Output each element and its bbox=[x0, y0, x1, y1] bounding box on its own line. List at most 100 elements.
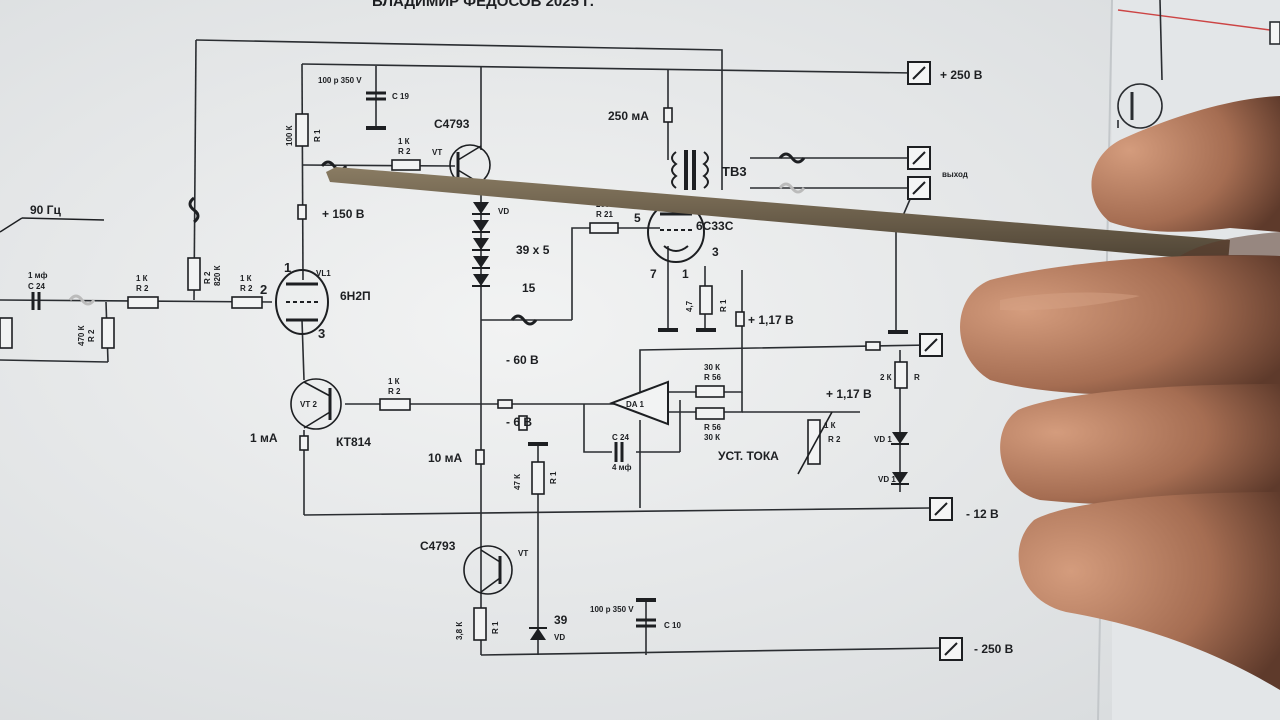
terminal-output: выход bbox=[942, 170, 968, 179]
c24-opamp-name: С 24 bbox=[612, 433, 629, 442]
r2-in-name: R 2 bbox=[240, 284, 253, 293]
r2-top-name: R 2 bbox=[398, 147, 411, 156]
ground-bars bbox=[366, 126, 908, 602]
trim-r-value: 1 К bbox=[824, 421, 836, 430]
current-10ma: 10 мА bbox=[428, 451, 463, 465]
r56-top-value: 30 К bbox=[704, 363, 720, 372]
terminals bbox=[907, 61, 963, 661]
transistor-c4793-bottom bbox=[463, 545, 513, 595]
voltage-117-mid: + 1,17 В bbox=[826, 387, 872, 401]
frequency-90hz: 90 Гц bbox=[30, 203, 61, 217]
r2-top-value: 1 К bbox=[398, 137, 410, 146]
terminal-plus-250: + 250 В bbox=[940, 68, 983, 82]
r56-bot-name: R 56 bbox=[704, 423, 721, 432]
r21-name: R 21 bbox=[596, 210, 613, 219]
voltage-150: + 150 В bbox=[322, 207, 365, 221]
r-cathode-value: 4,7 bbox=[685, 300, 694, 312]
c24-input-name: С 24 bbox=[28, 282, 45, 291]
capacitor-c24-input bbox=[31, 292, 41, 310]
voltage-minus-60: - 60 В bbox=[506, 353, 539, 367]
da1-label: DA 1 bbox=[626, 400, 644, 409]
zener-39 bbox=[529, 627, 547, 640]
r-38k-value: 3,8 К bbox=[455, 622, 464, 640]
c4793-top-label: C4793 bbox=[434, 117, 470, 131]
current-250ma: 250 мА bbox=[608, 109, 649, 123]
vd-label: VD bbox=[498, 207, 509, 216]
frequency-underline bbox=[21, 217, 105, 221]
capacitor-c10 bbox=[636, 618, 656, 628]
pin-1-6n2p: 1 bbox=[284, 260, 291, 275]
pin-2-6n2p: 2 bbox=[260, 282, 267, 297]
diodes-vd1 bbox=[891, 432, 909, 485]
r56-top-name: R 56 bbox=[704, 373, 721, 382]
r1-top-name: R 1 bbox=[313, 129, 322, 142]
trimmer-arrow bbox=[797, 411, 833, 475]
c4793-bottom-label: C4793 bbox=[420, 539, 456, 553]
trim-r-name: R 2 bbox=[828, 435, 841, 444]
capacitor-c19 bbox=[366, 91, 386, 101]
resistors bbox=[0, 107, 908, 641]
transformer-label: ТВ3 bbox=[722, 164, 747, 179]
c19-value: 100 р 350 V bbox=[318, 76, 362, 85]
voltage-minus-6: - 6 В bbox=[506, 415, 532, 429]
pin-7: 7 bbox=[650, 267, 657, 281]
r-base-name: R 2 bbox=[388, 387, 401, 396]
opamp-da1 bbox=[609, 380, 669, 426]
r2-in-value: 1 К bbox=[240, 274, 252, 283]
r-base-value: 1 К bbox=[388, 377, 400, 386]
author-heading: ВЛАДИМИР ФЕДОСОВ 2025 Г. bbox=[372, 0, 594, 10]
c24-input-value: 1 мф bbox=[28, 271, 47, 280]
tube-6n2p bbox=[275, 269, 329, 335]
vt-top-label: VT bbox=[432, 148, 442, 157]
r2-left-name: R 2 bbox=[136, 284, 149, 293]
r-2k-name: R bbox=[914, 373, 920, 382]
c10-value: 100 р 350 V bbox=[590, 605, 634, 614]
terminal-minus-250: - 250 В bbox=[974, 642, 1014, 656]
zener-stack bbox=[472, 202, 490, 287]
kt814-label: КТ814 bbox=[336, 435, 371, 449]
current-1ma: 1 мА bbox=[250, 431, 278, 445]
terminal-minus-12: - 12 В bbox=[966, 507, 999, 521]
vt-bottom-label: VT bbox=[518, 549, 528, 558]
vd-bottom-label: VD bbox=[554, 633, 565, 642]
tube-6c33c-label: 6С33С bbox=[696, 219, 734, 233]
r-470k-value: 470 К bbox=[77, 325, 86, 346]
vt2-label: VT 2 bbox=[300, 400, 317, 409]
r-cathode-name: R 1 bbox=[719, 299, 728, 312]
pin-3: 3 bbox=[712, 245, 719, 259]
r1-top-value: 100 К bbox=[285, 125, 294, 146]
zener-stack-count: 15 bbox=[522, 281, 536, 295]
r-47k-value: 47 К bbox=[513, 474, 522, 490]
r-2k-value: 2 К bbox=[880, 373, 892, 382]
r-47k-name: R 1 bbox=[549, 471, 558, 484]
pin-5: 5 bbox=[634, 211, 641, 225]
r-38k-name: R 1 bbox=[491, 621, 500, 634]
zener-stack-label: 39 х 5 bbox=[516, 243, 550, 257]
c24-opamp-value: 4 мф bbox=[612, 463, 631, 472]
frequency-leader bbox=[0, 217, 23, 233]
r2-grid-value: 820 К bbox=[213, 265, 222, 286]
r-470k-name: R 2 bbox=[87, 329, 96, 342]
r56-bot-value: 30 К bbox=[704, 433, 720, 442]
c10-name: С 10 bbox=[664, 621, 681, 630]
tube-6n2p-label: 6Н2П bbox=[340, 289, 371, 303]
capacitor-c24-opamp bbox=[614, 442, 624, 462]
vd1-a-label: VD 1 bbox=[874, 435, 892, 444]
voltage-117-right: + 1,17 В bbox=[748, 313, 794, 327]
r2-left-value: 1 К bbox=[136, 274, 148, 283]
current-adjust-label: УСТ. ТОКА bbox=[718, 449, 779, 463]
pointer-stick bbox=[326, 167, 1230, 262]
zener-39-label: 39 bbox=[554, 613, 568, 627]
r2-grid-name: R 2 bbox=[203, 271, 212, 284]
pin-1: 1 bbox=[682, 267, 689, 281]
vd1-b-label: VD 1 bbox=[878, 475, 896, 484]
vl1-label: VL1 bbox=[316, 269, 331, 278]
c19-name: С 19 bbox=[392, 92, 409, 101]
transistor-vt2 bbox=[290, 378, 342, 430]
side-sheet-transistor bbox=[1117, 0, 1280, 129]
wiring bbox=[0, 39, 943, 656]
pin-3-6n2p: 3 bbox=[318, 326, 325, 341]
hand bbox=[960, 96, 1280, 690]
